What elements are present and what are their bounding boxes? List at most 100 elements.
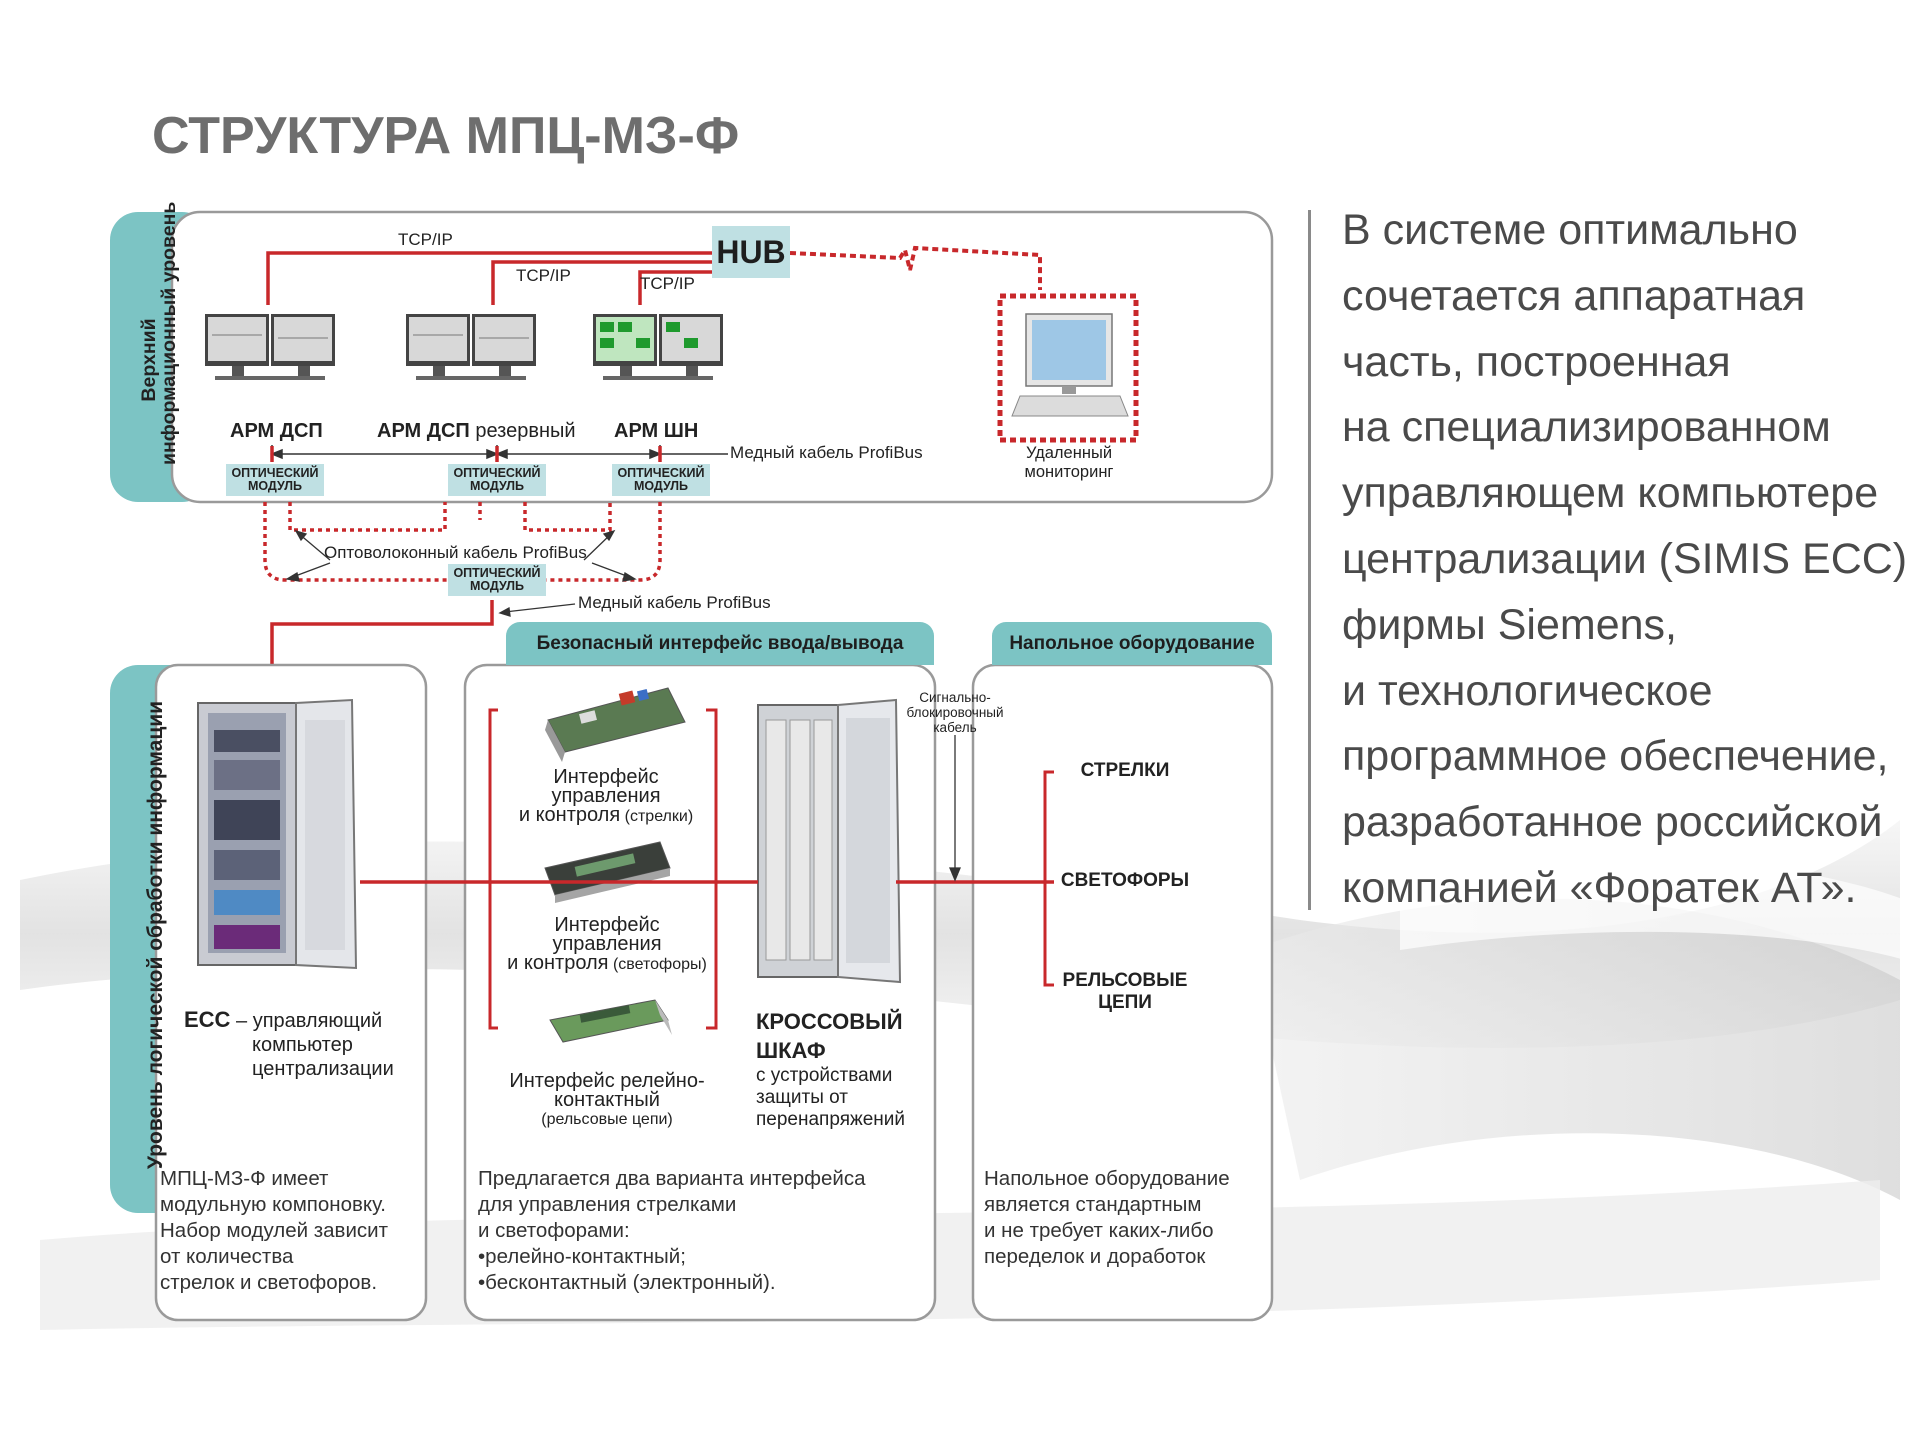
optical-module-1: ОПТИЧЕСКИЙ МОДУЛЬ [226,464,324,496]
note-field-equipment: Напольное оборудование является стандарт… [984,1166,1230,1270]
field-panel [971,663,1274,1322]
note-mid-line: •релейно-контактный; [478,1245,686,1268]
if2-line2: управления [552,933,662,955]
arm-dsp-reserve-rest: резервный [469,420,576,442]
interface-board-switches [545,687,686,762]
signal-cable-line1: Сигнально- [919,690,991,705]
remote-monitor-icon [1011,313,1129,417]
interface-board-relay [549,999,672,1043]
note-right-line: переделок и доработок [984,1245,1206,1268]
field-rail-line1: РЕЛЬСОВЫЕ [1062,970,1188,991]
if2-line3-main: и контроля [507,952,609,974]
remote-monitoring-label: Удаленный мониторинг [1014,444,1124,482]
fiber-pointers [285,529,637,582]
signal-cable-line3: кабель [933,720,977,735]
copper-pointer [498,603,576,617]
cross-line5: перенапряжений [756,1109,905,1130]
arm-dsp-reserve-label: АРМ ДСП резервный [377,420,576,443]
ecc-cabinet-image [197,698,358,970]
ecc-bold: ЕСС [184,1007,231,1032]
arm-dsp-label: АРМ ДСП [230,420,323,442]
cross-cabinet-image [757,698,902,984]
side-text-line: компанией «Форатек АТ». [1342,863,1857,912]
note-mid-line: •бесконтактный (электронный). [478,1271,776,1294]
cross-line3: с устройствами [756,1065,893,1086]
side-text-line: управляющем компьютере [1342,469,1879,518]
field-rail-circuits-label: РЕЛЬСОВЫЕ ЦЕПИ [1040,970,1210,1014]
if3-line3: (рельсовые цепи) [541,1111,673,1128]
tab-field-equipment: Напольное оборудование [992,622,1272,665]
fiber-cable-label: Оптоволоконный кабель ProfiBus [324,543,587,562]
field-signals-label: СВЕТОФОРЫ [1060,870,1190,891]
remote-line2: мониторинг [1024,463,1114,481]
cross-cabinet-label: КРОССОВЫЙ ШКАФ с устройствами защиты от … [756,1007,905,1131]
if1-line3-main: и контроля [518,804,621,826]
side-text-line: на специализированном [1342,403,1831,452]
note-right-line: является стандартным [984,1193,1202,1216]
arm-shn-monitors [593,314,723,380]
tcpip-lines [266,251,712,305]
optical-line2: МОДУЛЬ [469,579,525,593]
divider [1308,210,1311,910]
copper-cable-label-lower: Медный кабель ProfiBus [578,593,771,612]
signal-cable-arrow [949,735,961,882]
optical-line2: МОДУЛЬ [469,479,525,493]
side-text-line: часть, построенная [1342,337,1731,386]
signal-cable-line2: блокировочный [906,705,1004,720]
arm-to-optical-lines [270,446,662,462]
if3-line1: Интерфейс релейно- [509,1070,705,1092]
field-bracket [1043,770,1054,987]
optical-line1: ОПТИЧЕСКИЙ [617,466,705,480]
if1-line3-small: (стрелки) [620,808,694,825]
tcpip-label-1: TCP/IP [398,230,453,249]
upper-level-label: Верхний информационный уровень [138,202,180,465]
note-left-line: модульную компоновку. [160,1193,386,1216]
upper-level-label-line1: Верхний [138,318,160,402]
copper-cable-label-upper: Медный кабель ProfiBus [730,443,923,462]
field-rail-line2: ЦЕПИ [1098,992,1152,1013]
note-modular: МПЦ-МЗ-Ф имеет модульную компоновку. Наб… [160,1166,388,1296]
arm-dsp-reserve-bold: АРМ ДСП [377,420,470,442]
copper-to-ecc [270,600,494,690]
io-brackets [488,708,718,1030]
arm-shn-label: АРМ ШН [614,420,699,442]
ecc-line1-rest: – управляющий [230,1010,383,1032]
ecc-caption: ЕСС – управляющий компьютер централизаци… [184,1008,394,1081]
remote-line1: Удаленный [1025,444,1113,462]
page-title: СТРУКТУРА МПЦ-МЗ-Ф [152,107,740,165]
side-text-line: программное обеспечение, [1342,732,1889,781]
note-right-line: и не требует каких-либо [984,1219,1214,1242]
arm-dsp-monitors [205,314,335,380]
cross-line2: ШКАФ [756,1038,826,1063]
if1-line1: Интерфейс [553,766,659,788]
signal-cable-label: Сигнально- блокировочный кабель [896,690,1014,735]
field-switches-label: СТРЕЛКИ [1080,760,1170,781]
note-mid-line: и светофорами: [478,1219,630,1242]
optical-line1: ОПТИЧЕСКИЙ [231,466,319,480]
cross-line1: КРОССОВЫЙ [756,1009,903,1034]
tab-safe-io: Безопасный интерфейс ввода/вывода [506,622,934,665]
tcpip-label-3: TCP/IP [640,274,695,293]
if2-line3-small: (светофоры) [608,956,707,973]
cross-line4: защиты от [756,1087,849,1108]
fiber-ring [263,502,662,582]
interface-switches-label: Интерфейс управления и контроля (стрелки… [506,766,706,826]
if1-line2: управления [551,785,661,807]
note-mid-line: для управления стрелками [478,1193,737,1216]
note-interface-variants: Предлагается два варианта интерфейса для… [478,1166,865,1296]
note-left-line: Набор модулей зависит [160,1219,388,1242]
side-description: В системе оптимально сочетается аппаратн… [1342,198,1912,922]
ecc-line3: централизации [252,1058,394,1080]
copper-cable-upper [269,445,728,462]
side-text-line: В системе оптимально [1342,206,1798,254]
side-text-line: фирмы Siemens, [1342,600,1677,649]
optical-module-central: ОПТИЧЕСКИЙ МОДУЛЬ [448,564,546,596]
note-mid-line: Предлагается два варианта интерфейса [478,1167,866,1190]
lower-level-label: Уровень логической обработки информации [144,700,167,1170]
note-right-line: Напольное оборудование [984,1167,1230,1190]
tcpip-label-2: TCP/IP [516,266,571,285]
arm-dsp-reserve-monitors [406,314,536,380]
hub-box: HUB [712,226,790,278]
